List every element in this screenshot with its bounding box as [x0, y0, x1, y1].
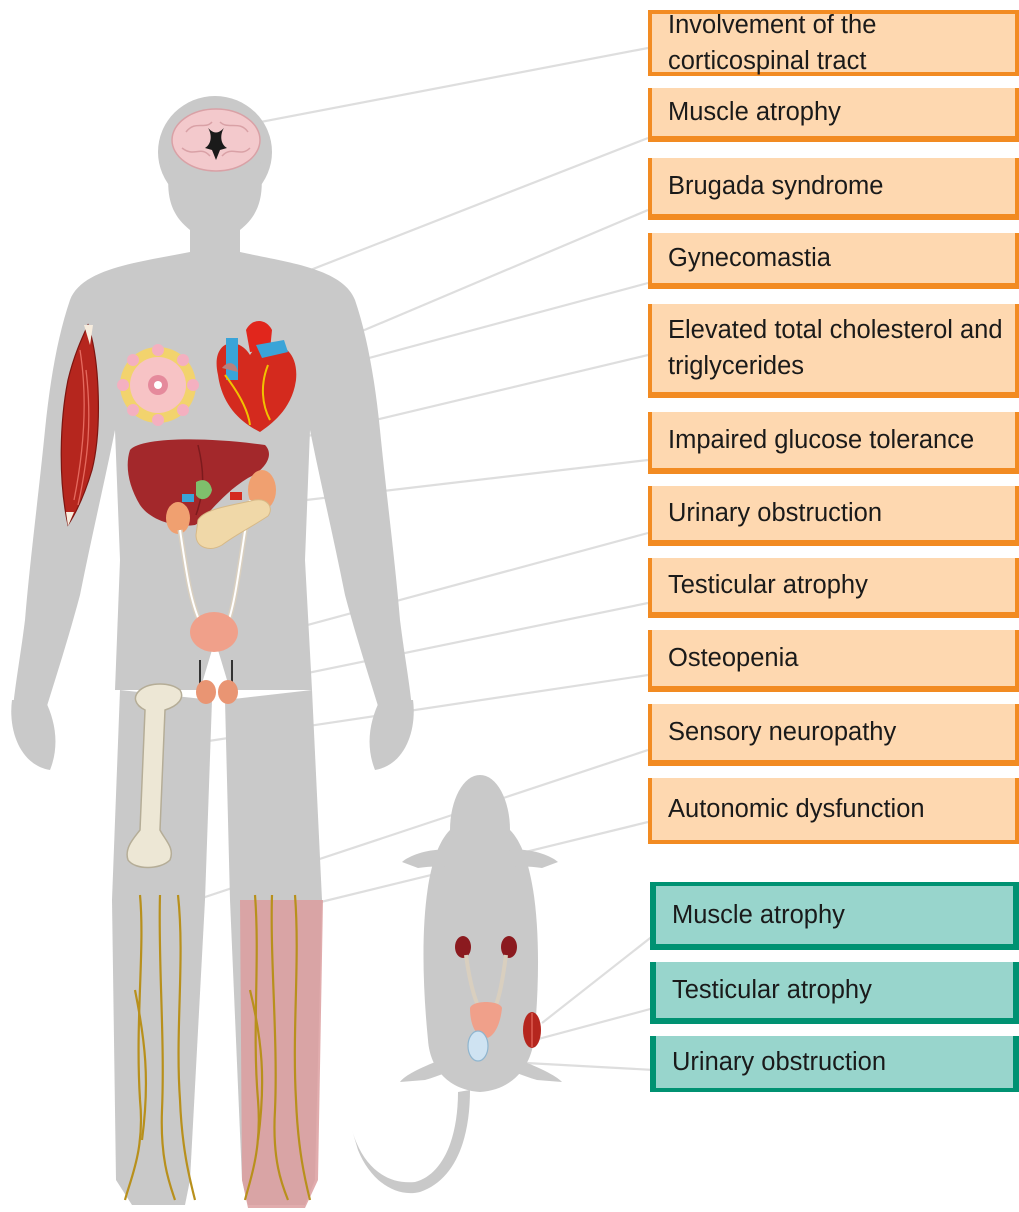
- human-label-3: Brugada syndrome: [648, 158, 1019, 220]
- human-label-5: Elevated total cholesterol and triglycer…: [648, 304, 1019, 398]
- human-label-4: Gynecomastia: [648, 233, 1019, 289]
- human-label-6: Impaired glucose tolerance: [648, 412, 1019, 474]
- mammary-gland-icon: [117, 344, 199, 426]
- mouse-label-3: Urinary obstruction: [650, 1036, 1019, 1092]
- human-label-1: Involvement of the corticospinal tract: [648, 10, 1019, 76]
- human-label-7: Urinary obstruction: [648, 486, 1019, 546]
- human-label-10: Sensory neuropathy: [648, 704, 1019, 766]
- human-label-11: Autonomic dysfunction: [648, 778, 1019, 844]
- mouse-label-2: Testicular atrophy: [650, 962, 1019, 1024]
- human-label-8: Testicular atrophy: [648, 558, 1019, 618]
- human-label-9: Osteopenia: [648, 630, 1019, 692]
- leg-skin-highlight: [240, 900, 323, 1208]
- human-label-2: Muscle atrophy: [648, 88, 1019, 142]
- mouse-label-1: Muscle atrophy: [650, 882, 1019, 950]
- brain-icon: [172, 109, 260, 171]
